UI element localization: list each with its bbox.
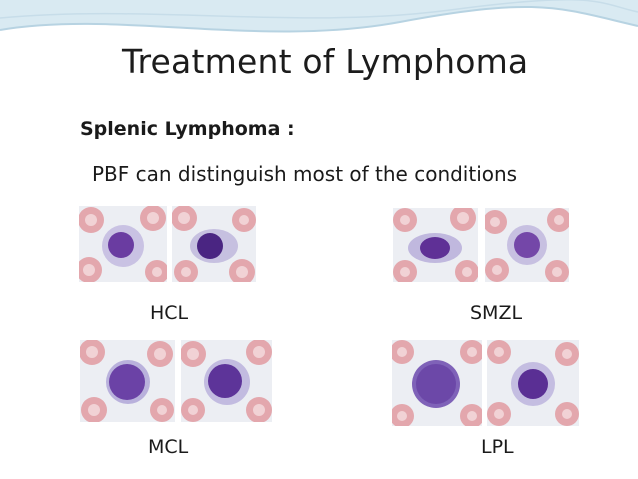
smzl-image-1 <box>393 208 478 282</box>
slide-title: Treatment of Lymphoma <box>122 42 529 81</box>
lpl-image-2 <box>487 340 579 426</box>
mcl-image-2 <box>181 340 272 422</box>
hcl-image-1 <box>79 206 167 282</box>
lpl-label: LPL <box>481 436 514 458</box>
hcl-label: HCL <box>150 302 189 324</box>
slide-statement: PBF can distinguish most of the conditio… <box>92 162 518 186</box>
mcl-label: MCL <box>148 436 189 458</box>
lpl-image-1 <box>392 340 482 426</box>
smzl-label: SMZL <box>470 302 523 324</box>
smzl-image-2 <box>485 208 569 282</box>
hcl-image-2 <box>172 206 256 282</box>
mcl-image-1 <box>80 340 175 422</box>
slide-subtitle: Splenic Lymphoma : <box>80 118 295 140</box>
header-decoration <box>0 0 638 52</box>
